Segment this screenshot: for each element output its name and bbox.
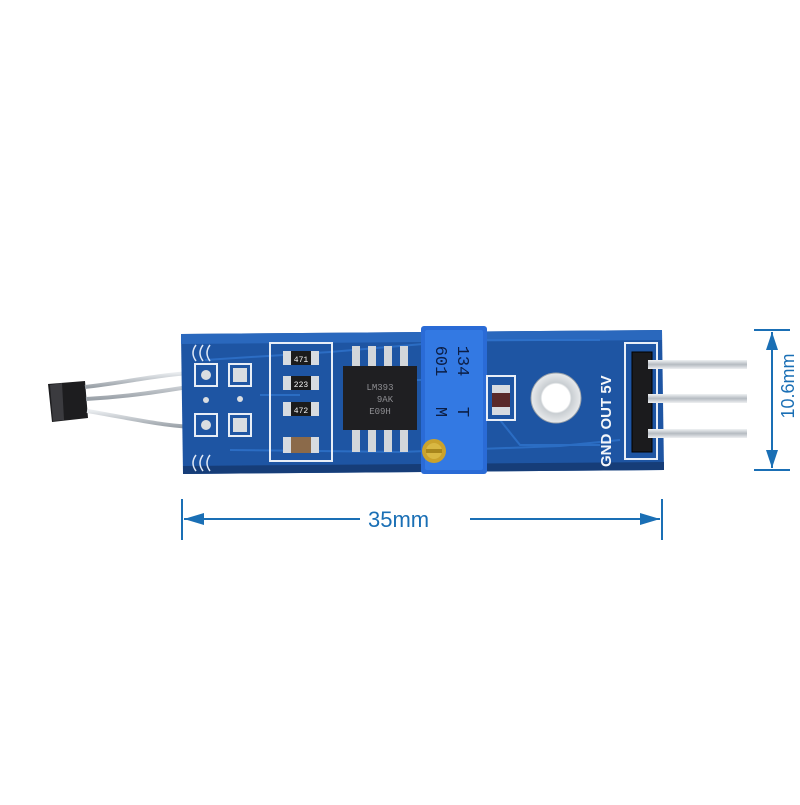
- height-label: 10.6mm: [778, 353, 798, 419]
- pin-labels: GND OUT 5V: [598, 375, 615, 467]
- width-dimension: [181, 499, 663, 540]
- ic-marking-3: E09H: [369, 407, 391, 417]
- pot-marking-3: 601: [430, 346, 449, 377]
- mounting-hole: [530, 372, 582, 424]
- smd-resistors: 471 223 472: [269, 342, 333, 462]
- pot-marking-2: T: [452, 407, 471, 417]
- potentiometer: 134 601 T M: [421, 326, 487, 474]
- silk-arcs: [192, 344, 211, 472]
- resistor-r1: 471: [283, 351, 319, 365]
- resistor-r3-code: 472: [294, 407, 309, 416]
- pot-marking-1: 134: [452, 346, 471, 377]
- width-label: 35mm: [368, 507, 458, 533]
- ic-marking-1: LM393: [366, 383, 393, 393]
- resistor-r2: 223: [283, 376, 319, 390]
- ic-marking-2: 9AK: [377, 395, 394, 405]
- status-led: [486, 375, 516, 421]
- resistor-r1-code: 471: [294, 356, 309, 365]
- height-dimension: [754, 329, 790, 471]
- pot-marking-4: M: [430, 407, 449, 417]
- comparator-ic: LM393 9AK E09H: [343, 346, 417, 452]
- sensor-pads: [194, 363, 252, 437]
- resistor-r2-code: 223: [294, 381, 309, 390]
- pin-header: GND OUT 5V: [598, 342, 747, 467]
- capacitor: [283, 437, 319, 453]
- resistor-r3: 472: [283, 402, 319, 416]
